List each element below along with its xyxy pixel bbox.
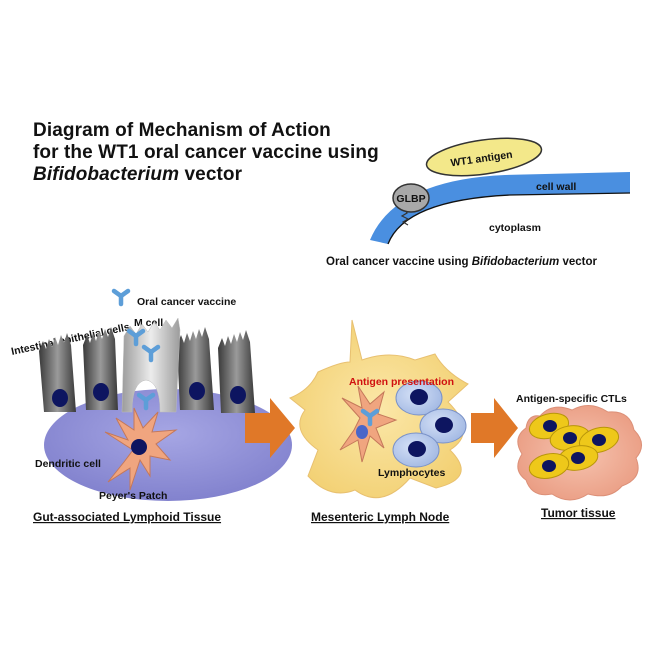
flow-arrow: [245, 398, 295, 458]
dendritic-nucleus: [131, 439, 147, 455]
epithelial-cell: [83, 327, 118, 410]
epithelial-cell: [39, 333, 76, 412]
title-line-3-rest: vector: [179, 164, 243, 185]
ctl-nucleus: [543, 420, 557, 432]
lymph-section-title: Mesenteric Lymph Node: [311, 510, 450, 524]
lymphocyte-nucleus: [435, 417, 453, 433]
vector-caption-prefix: Oral cancer vaccine using: [326, 256, 472, 268]
cell-wall-band: [370, 172, 630, 244]
glbp-label: GLBP: [396, 193, 425, 205]
epithelial-nucleus: [52, 389, 68, 407]
title-line-3: Bifidobacterium vector: [33, 164, 379, 186]
peyers-patch-label: Peyer's Patch: [99, 490, 167, 502]
m-cell-label: M cell: [134, 317, 163, 329]
epithelial-nucleus: [189, 382, 205, 400]
vector-caption: Oral cancer vaccine using Bifidobacteriu…: [326, 256, 598, 268]
bifidobacterium-vector-inset: GLBP WT1 antigen cell wall cytoplasm Ora…: [326, 137, 631, 268]
wt1-antigen-shape: [425, 137, 543, 177]
lymphocytes-label: Lymphocytes: [378, 467, 445, 479]
vector-caption-suffix: vector: [559, 256, 597, 268]
vector-caption-italic: Bifidobacterium: [472, 256, 560, 268]
dendritic-cell-label: Dendritic cell: [35, 458, 101, 470]
ctl-nucleus: [542, 460, 556, 472]
gut-section-title: Gut-associated Lymphoid Tissue: [33, 510, 221, 524]
tumor-panel: Antigen-specific CTLs Tumor tissue: [516, 393, 642, 520]
ctls-label: Antigen-specific CTLs: [516, 393, 627, 405]
gut-lymphoid-panel: Oral cancer vaccine M cell Intestinal ep…: [10, 291, 292, 524]
glbp-shape: [392, 183, 430, 213]
lymphocyte-nucleus: [410, 389, 428, 405]
title-line-1: Diagram of Mechanism of Action: [33, 120, 331, 141]
epithelial-cells: [39, 327, 255, 413]
title-line-2: for the WT1 oral cancer vaccine using: [33, 142, 379, 163]
cell-wall-label: cell wall: [536, 181, 576, 193]
epithelial-cell: [218, 330, 255, 413]
title-italic-genus: Bifidobacterium: [33, 164, 180, 185]
ctl-nucleus: [592, 434, 606, 446]
cytoplasm-boundary: [387, 192, 631, 245]
flow-arrow: [471, 398, 518, 458]
peyers-patch: [44, 389, 292, 501]
antigen-presentation-label: Antigen presentation: [349, 376, 454, 388]
oral-cancer-vaccine-label: Oral cancer vaccine: [137, 296, 236, 308]
epithelial-nucleus: [93, 383, 109, 401]
cytoplasm-label: cytoplasm: [489, 222, 541, 234]
ctl-nucleus: [571, 452, 585, 464]
epithelial-nucleus: [230, 386, 246, 404]
lymphocyte-nucleus: [408, 441, 426, 457]
tumor-section-title: Tumor tissue: [541, 506, 616, 520]
presenting-nucleus: [356, 425, 368, 439]
ctl-nucleus: [563, 432, 577, 444]
diagram-title: Diagram of Mechanism of Action for the W…: [33, 120, 379, 186]
vaccine-legend-icon: [114, 291, 128, 304]
lymph-node-panel: Antigen presentation Lymphocytes Mesente…: [289, 319, 469, 524]
